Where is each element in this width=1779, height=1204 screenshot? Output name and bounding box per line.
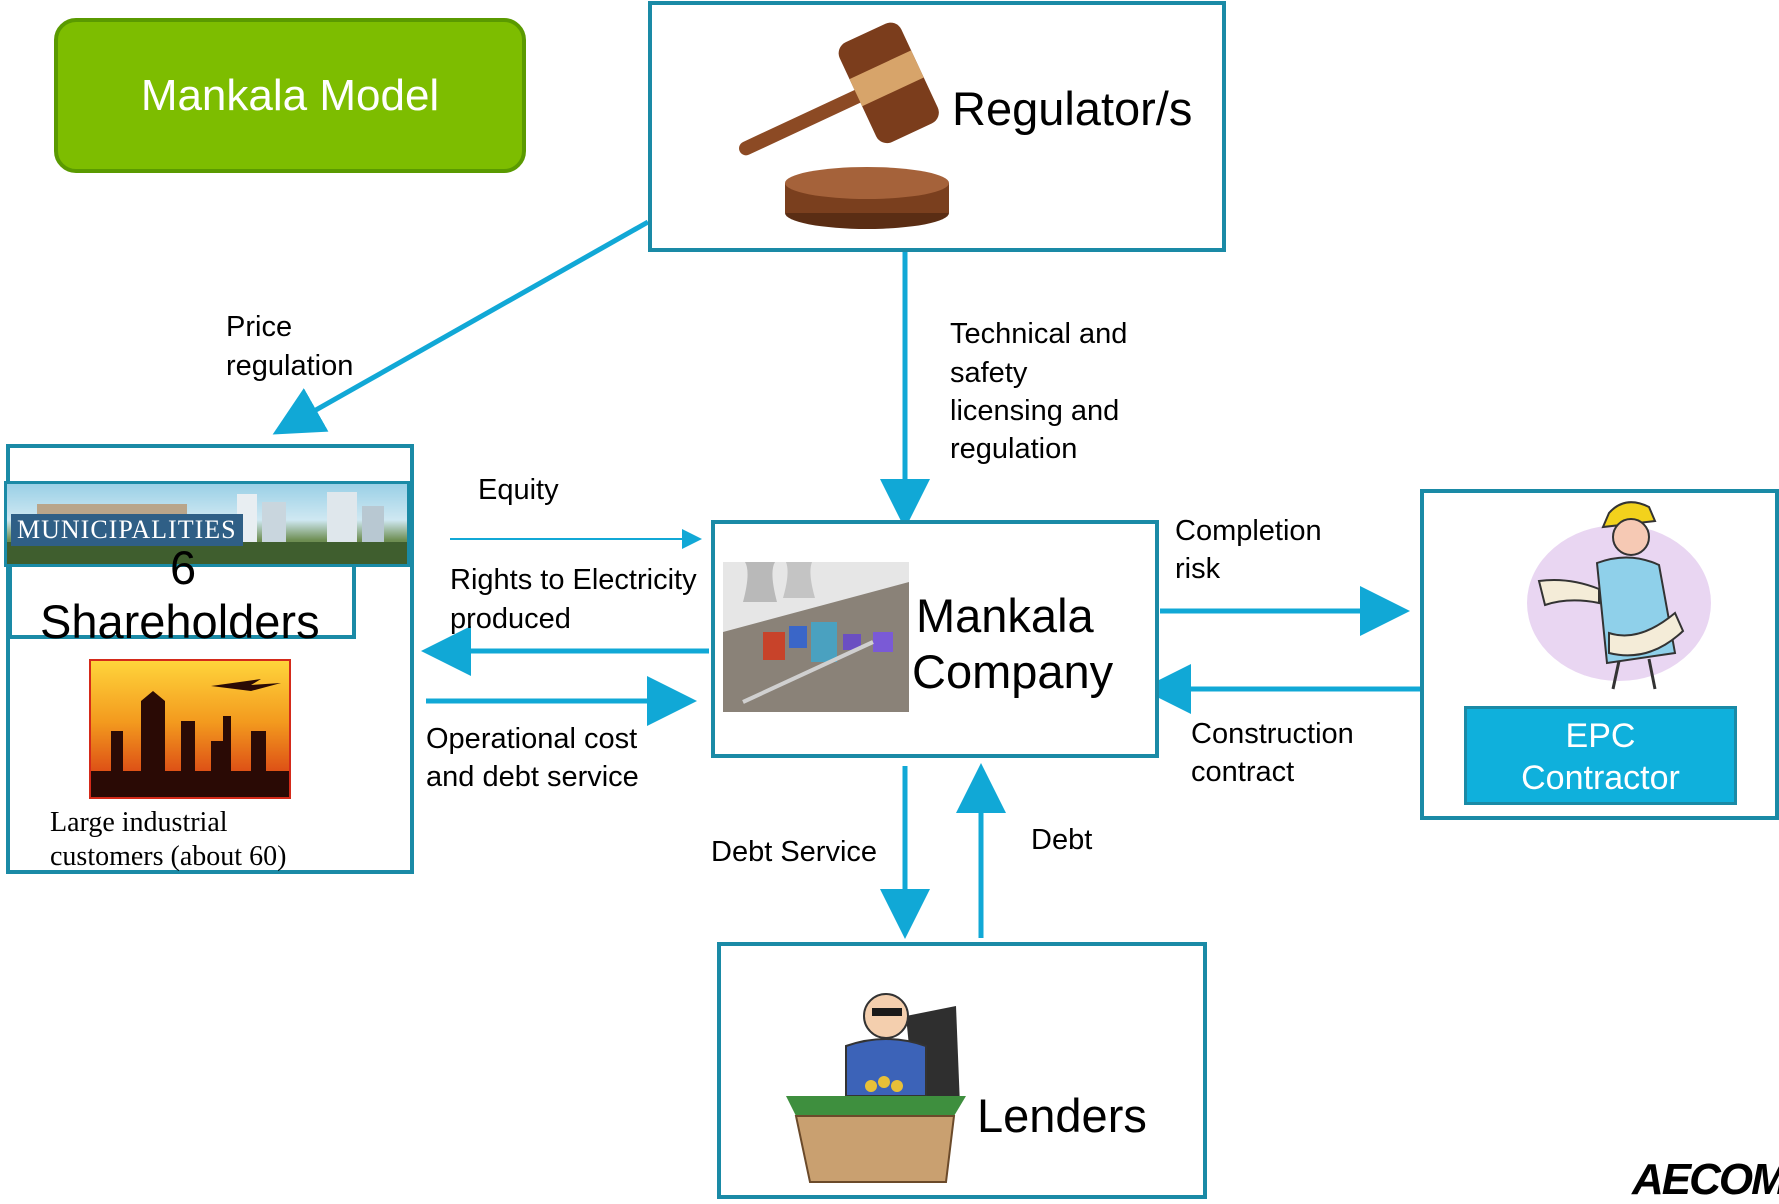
lenders-label: Lenders [977,1089,1147,1142]
contractor-worker-icon [1527,501,1711,690]
debt-service-label: Debt Service [711,836,878,868]
technical-label-line2: safety [950,357,1028,389]
operational-label-line2: and debt service [426,761,639,793]
technical-label-line3: licensing and [950,395,1120,427]
skyline-silhouette-icon [91,679,289,797]
technical-label-line4: regulation [950,433,1078,465]
municipalities-banner: MUNICIPALITIES [4,481,410,567]
rights-label-line1: Rights to Electricity [450,564,697,596]
completion-label-line2: risk [1175,553,1221,585]
epc-label-box: EPC Contractor [1464,706,1737,805]
construction-label-line1: Construction [1191,718,1354,750]
epc-label-line2: Contractor [1521,759,1680,797]
diagram-title: Mankala Model [54,18,526,173]
epc-label-line1: EPC [1565,717,1636,755]
lenders-node: Lenders [717,942,1207,1199]
shareholders-label-frame [8,566,356,639]
mankala-company-line2: Company [912,645,1114,698]
regulator-node: Regulator/s [648,1,1226,252]
equity-label: Equity [478,474,559,506]
completion-label-line1: Completion [1175,515,1322,547]
epc-contractor-node: EPC Contractor [1420,489,1779,820]
regulator-label: Regulator/s [952,82,1193,135]
shareholders-label: Shareholders [40,595,320,648]
industrial-caption-line1: Large industrial [50,807,228,838]
rights-label-line2: produced [450,603,571,635]
industrial-caption-line2: customers (about 60) [50,841,287,872]
power-plant-icon [723,562,909,712]
technical-label-line1: Technical and [950,318,1128,350]
debt-label: Debt [1031,824,1093,856]
banker-at-desk-icon [786,993,966,1183]
shareholders-node: MUNICIPALITIES 6 Shareholders Large indu… [4,444,414,874]
price-regulation-label-line2: regulation [226,350,354,382]
industrial-skyline-image [89,659,291,799]
construction-label-line2: contract [1191,756,1295,788]
arrow-price-regulation [272,219,650,435]
price-regulation-label-line1: Price [226,311,293,343]
aecom-logo: AECOM [1632,1155,1779,1204]
shareholders-count: 6 [170,541,197,594]
municipalities-label: MUNICIPALITIES [11,514,243,546]
gavel-icon [739,22,949,229]
mankala-company-node: Mankala Company [711,520,1159,758]
operational-label-line1: Operational cost [426,723,638,755]
mankala-company-line1: Mankala [916,589,1094,642]
